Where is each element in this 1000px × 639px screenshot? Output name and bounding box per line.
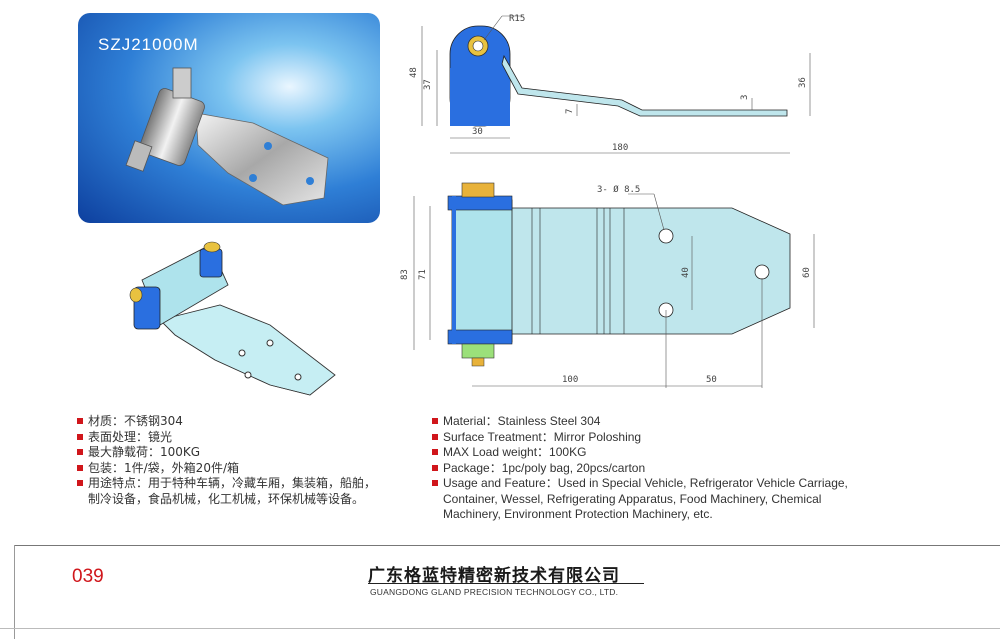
hinge-photo-illustration: [125, 67, 329, 206]
side-view-drawing: R15 48 37 36 7 3 30 180: [409, 14, 811, 154]
dim-50: 50: [706, 375, 717, 385]
spec-material-cn: 材质：不锈钢304: [76, 414, 416, 430]
company-name-cn: 广东格蓝特精密新技术有限公司: [368, 566, 620, 586]
mounting-hole: [658, 228, 674, 244]
dim-offset: 7: [565, 109, 575, 114]
dim-radius: R15: [509, 14, 525, 24]
spec-usage-cn-cont: 制冷设备，食品机械，化工机械，环保机械等设备。: [88, 491, 365, 506]
dim-100: 100: [562, 375, 578, 385]
specs-english: Material：Stainless Steel 304 Surface Tre…: [431, 414, 901, 523]
spec-usage-en-cont1: Container, Wessel, Refrigerating Apparat…: [443, 491, 822, 506]
spec-surface-cn: 表面处理：镜光: [76, 430, 416, 446]
dim-tip-height: 60: [802, 267, 812, 278]
spec-material-en: Material：Stainless Steel 304: [431, 414, 901, 430]
spec-usage-cn: 用途特点：用于特种车辆，冷藏车厢，集装箱，船舶，: [76, 476, 416, 492]
dim-thickness: 3: [740, 95, 750, 100]
side-line: [14, 545, 15, 639]
dim-barrel-width: 30: [472, 127, 483, 137]
dim-length: 180: [612, 143, 628, 153]
dim-overall-height: 48: [409, 67, 419, 78]
dim-inner-height: 71: [418, 269, 428, 280]
spec-load-en: MAX Load weight：100KG: [431, 445, 901, 461]
spec-package-cn: 包装：1件/袋，外箱20件/箱: [76, 461, 416, 477]
dim-inner-height: 37: [423, 79, 433, 90]
company-underline: [368, 583, 644, 584]
spec-load-cn: 最大静载荷：100KG: [76, 445, 416, 461]
product-photo: SZJ21000M: [78, 13, 380, 223]
company-name-en: GUANGDONG GLAND PRECISION TECHNOLOGY CO.…: [370, 587, 619, 597]
model-number: SZJ21000M: [98, 35, 199, 54]
dim-holes: 3- Ø 8.5: [597, 184, 640, 195]
bottom-line: [0, 628, 1000, 629]
spec-usage-en-cont2: Machinery, Environment Protection Machin…: [443, 507, 713, 521]
dim-overall-height: 83: [400, 269, 410, 280]
top-view-drawing: 3- Ø 8.5 83 71 40 60 100 50: [400, 182, 815, 388]
spec-package-en: Package：1pc/poly bag, 20pcs/carton: [431, 461, 901, 477]
footer-divider: [14, 545, 1000, 546]
mounting-hole: [754, 264, 770, 280]
dim-right-height: 36: [798, 77, 808, 88]
page-number: 039: [72, 566, 104, 587]
dim-hole-spacing: 40: [681, 267, 691, 278]
hinge-leaf-top: [509, 207, 791, 335]
specs-chinese: 材质：不锈钢304 表面处理：镜光 最大静载荷：100KG 包装：1件/袋，外箱…: [76, 414, 416, 507]
hinge-3d-illustration: [129, 241, 336, 396]
spec-usage-en: Usage and Feature：Used in Special Vehicl…: [431, 476, 901, 492]
spec-surface-en: Surface Treatment：Mirror Poloshing: [431, 430, 901, 446]
